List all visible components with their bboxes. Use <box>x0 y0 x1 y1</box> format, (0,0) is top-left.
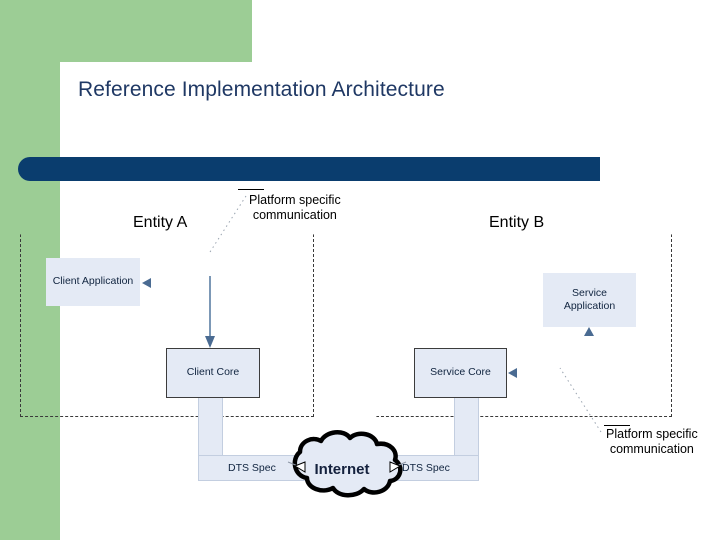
node-service-application-label-line1: Service <box>571 286 607 299</box>
page-title: Reference Implementation Architecture <box>78 78 445 101</box>
callout-bottom-line1: Platform specific <box>606 427 698 441</box>
node-service-core[interactable]: Service Core <box>414 348 507 398</box>
title-accent-bar <box>18 157 600 181</box>
node-client-core[interactable]: Client Core <box>166 348 260 398</box>
entity-a-boundary <box>20 234 314 417</box>
service-pipe-stem <box>454 396 479 458</box>
callout-bottom-line2: communication <box>609 441 694 456</box>
client-pipe-stem <box>198 396 223 458</box>
entity-b-boundary <box>376 234 672 417</box>
callout-top-rule <box>238 189 264 190</box>
node-client-application[interactable]: Client Application <box>46 258 140 306</box>
node-client-application-label: Client Application <box>52 275 134 288</box>
callout-bottom: Platform specific communication <box>606 427 698 457</box>
entity-a-label: Entity A <box>133 214 188 231</box>
node-service-core-label: Service Core <box>430 366 491 379</box>
callout-top: Platform specific communication <box>249 193 341 223</box>
entity-b-label: Entity B <box>489 214 545 231</box>
node-service-application[interactable]: Service Application <box>543 273 636 327</box>
callout-top-line2: communication <box>252 207 337 222</box>
internet-cloud[interactable]: Internet <box>272 437 412 501</box>
node-service-application-label: Service Application <box>564 287 615 313</box>
callout-top-line1: Platform specific <box>249 193 341 207</box>
callout-bottom-rule <box>604 425 630 426</box>
service-dts-spec-label: DTS Spec <box>402 462 450 474</box>
node-service-application-label-line2: Application <box>563 300 616 312</box>
client-dts-spec-label: DTS Spec <box>228 462 276 474</box>
internet-cloud-label: Internet <box>314 460 370 478</box>
node-client-core-label: Client Core <box>186 366 240 379</box>
